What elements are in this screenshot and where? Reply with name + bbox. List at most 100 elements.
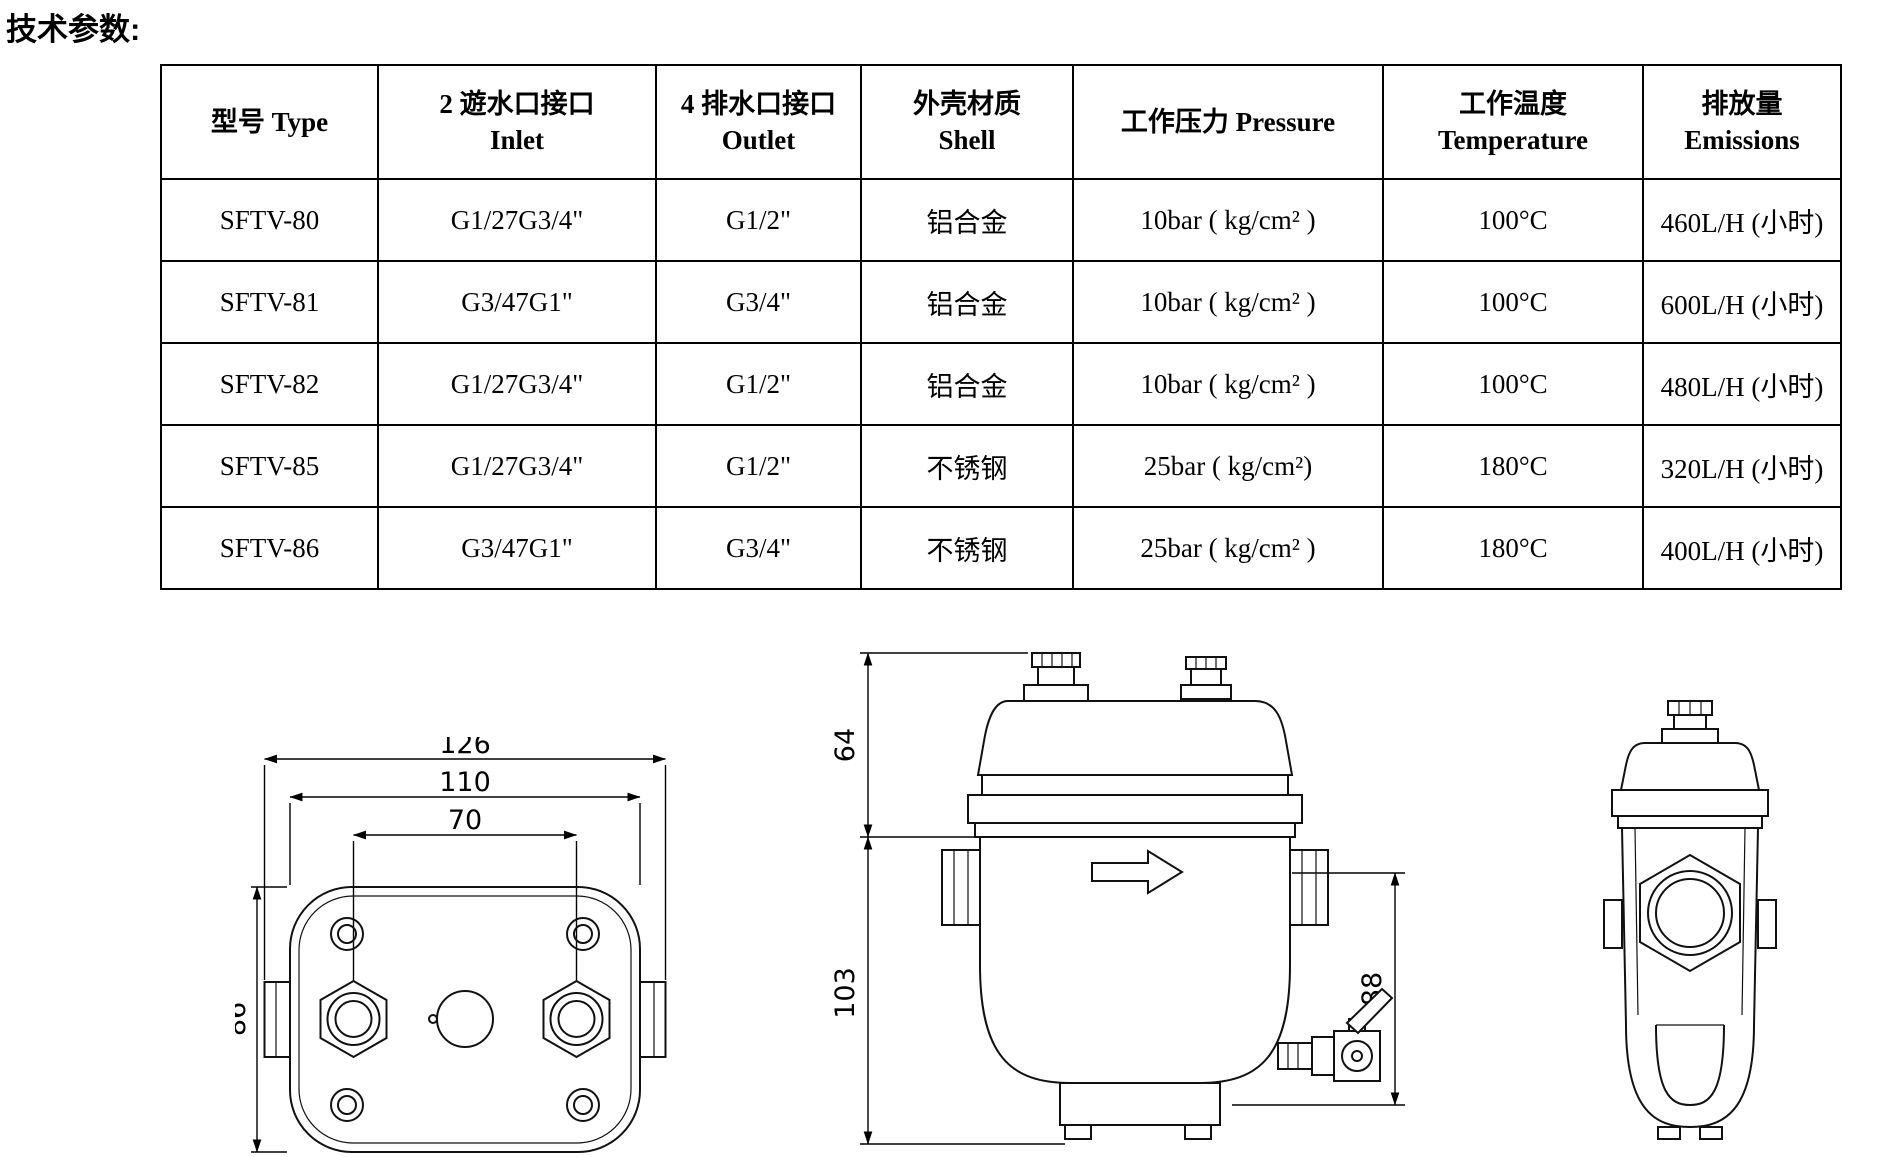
foot — [1658, 1127, 1680, 1139]
dimension-70: 70 — [354, 805, 577, 981]
dome-cap — [978, 701, 1292, 775]
cell-type: SFTV-81 — [160, 260, 379, 344]
top-plug-left — [1024, 653, 1088, 701]
cell-inlet: G1/27G3/4" — [377, 178, 657, 262]
inlet-boss — [942, 850, 980, 925]
bolt-holes — [331, 918, 599, 1121]
flange — [1612, 790, 1768, 816]
dim-label-86: 86 — [235, 1002, 252, 1036]
cell-pressure: 25bar ( kg/cm²) — [1072, 424, 1384, 508]
cell-inlet: G3/47G1" — [377, 506, 657, 590]
outlet-port-hex — [544, 981, 610, 1057]
dimension-110: 110 — [290, 767, 640, 885]
right-lug — [1758, 900, 1776, 948]
table-row: SFTV-80 G1/27G3/4" G1/2" 铝合金 10bar ( kg/… — [160, 178, 1842, 262]
cap-neck — [982, 775, 1288, 795]
cell-type: SFTV-82 — [160, 342, 379, 426]
cell-shell: 铝合金 — [860, 178, 1074, 262]
cell-temperature: 100°C — [1382, 342, 1644, 426]
dimension-103: 103 — [830, 836, 1065, 1144]
drain-valve — [1278, 989, 1392, 1081]
cell-shell: 不锈钢 — [860, 424, 1074, 508]
cell-emissions: 460L/H (小时) — [1642, 178, 1842, 262]
col-header-pressure: 工作压力 Pressure — [1072, 64, 1384, 180]
dim-label-103: 103 — [830, 967, 861, 1019]
cell-outlet: G1/2" — [655, 342, 862, 426]
cell-inlet: G1/27G3/4" — [377, 424, 657, 508]
table-row: SFTV-85 G1/27G3/4" G1/2" 不锈钢 25bar ( kg/… — [160, 424, 1842, 508]
top-view-drawing: 126 110 70 86 — [235, 737, 685, 1157]
side-view-drawing: 64 103 88 — [830, 645, 1430, 1157]
cell-temperature: 100°C — [1382, 178, 1644, 262]
cell-outlet: G1/2" — [655, 178, 862, 262]
cell-temperature: 180°C — [1382, 424, 1644, 508]
cell-emissions: 600L/H (小时) — [1642, 260, 1842, 344]
base-bracket — [1060, 1083, 1220, 1139]
outlet-boss — [1290, 850, 1328, 925]
shell — [1622, 828, 1758, 1127]
cell-emissions: 400L/H (小时) — [1642, 506, 1842, 590]
cell-pressure: 10bar ( kg/cm² ) — [1072, 260, 1384, 344]
cell-pressure: 10bar ( kg/cm² ) — [1072, 178, 1384, 262]
page-title: 技术参数: — [6, 12, 141, 47]
inlet-port-hex — [321, 981, 387, 1057]
cell-shell: 不锈钢 — [860, 506, 1074, 590]
col-header-type: 型号 Type — [160, 64, 379, 180]
table-row: SFTV-81 G3/47G1" G3/4" 铝合金 10bar ( kg/cm… — [160, 260, 1842, 344]
ball-valve-body — [1334, 1031, 1380, 1081]
left-lug — [265, 982, 291, 1057]
dimension-126: 126 — [265, 737, 666, 980]
cell-type: SFTV-86 — [160, 506, 379, 590]
valve-top-body — [265, 887, 666, 1152]
center-hole — [437, 991, 493, 1047]
left-lug — [1604, 900, 1622, 948]
valve-handle — [1347, 989, 1392, 1033]
valve-end-body — [1604, 701, 1776, 1139]
cell-inlet: G1/27G3/4" — [377, 342, 657, 426]
cell-emissions: 480L/H (小时) — [1642, 342, 1842, 426]
dim-label-64: 64 — [830, 728, 861, 762]
table-row: SFTV-86 G3/47G1" G3/4" 不锈钢 25bar ( kg/cm… — [160, 506, 1842, 590]
top-plug — [1662, 701, 1718, 743]
pin-hole — [429, 1015, 437, 1023]
cell-shell: 铝合金 — [860, 342, 1074, 426]
top-plug-right — [1181, 657, 1231, 699]
cell-type: SFTV-80 — [160, 178, 379, 262]
cell-pressure: 25bar ( kg/cm² ) — [1072, 506, 1384, 590]
dome-cap — [1621, 743, 1759, 790]
end-view-drawing — [1540, 695, 1840, 1157]
flow-arrow-icon — [1092, 851, 1182, 893]
dimension-64: 64 — [830, 653, 1028, 837]
cell-outlet: G3/4" — [655, 506, 862, 590]
cell-outlet: G1/2" — [655, 424, 862, 508]
cell-inlet: G3/47G1" — [377, 260, 657, 344]
flange-plate — [1618, 816, 1762, 828]
port-hex-nut — [1640, 855, 1740, 971]
flange-plate — [975, 823, 1295, 837]
cell-temperature: 100°C — [1382, 260, 1644, 344]
cell-pressure: 10bar ( kg/cm² ) — [1072, 342, 1384, 426]
dim-label-110: 110 — [439, 767, 491, 798]
cell-temperature: 180°C — [1382, 506, 1644, 590]
dimension-86: 86 — [235, 887, 287, 1152]
cell-shell: 铝合金 — [860, 260, 1074, 344]
right-lug — [640, 982, 666, 1057]
technical-drawings: 126 110 70 86 — [0, 645, 1890, 1157]
cell-type: SFTV-85 — [160, 424, 379, 508]
cell-emissions: 320L/H (小时) — [1642, 424, 1842, 508]
valve-side-body — [942, 653, 1392, 1139]
table-row: SFTV-82 G1/27G3/4" G1/2" 铝合金 10bar ( kg/… — [160, 342, 1842, 426]
bottom-strap — [1656, 1025, 1724, 1105]
cell-outlet: G3/4" — [655, 260, 862, 344]
foot — [1700, 1127, 1722, 1139]
dim-label-126: 126 — [439, 737, 491, 760]
dim-label-70: 70 — [448, 805, 482, 836]
flange — [968, 795, 1302, 823]
